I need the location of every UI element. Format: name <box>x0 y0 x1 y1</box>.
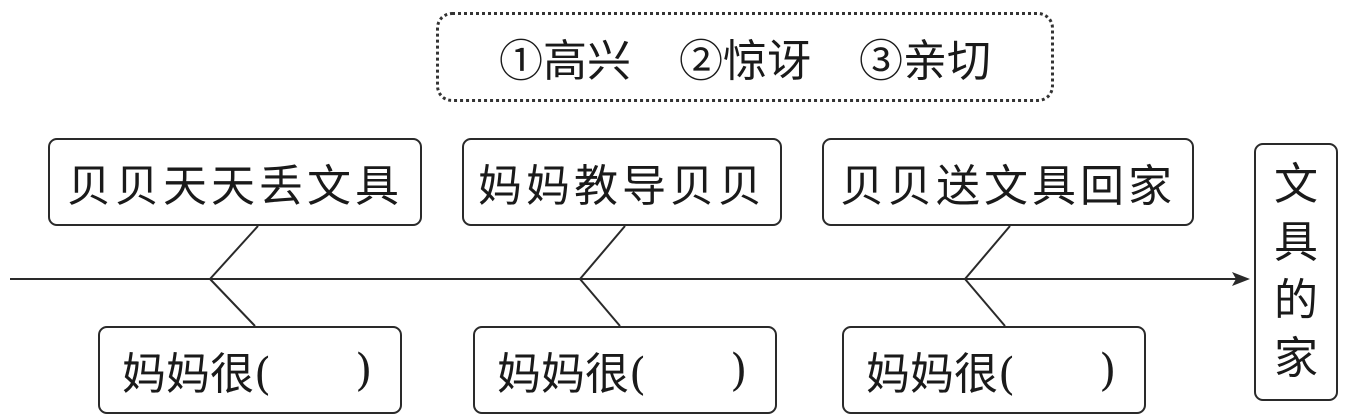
feeling-box-1: 妈妈很( ) <box>98 326 402 414</box>
branch-line-bottom-3 <box>964 278 1006 327</box>
feeling-box-2: 妈妈很( ) <box>473 326 777 414</box>
branch-line-top-2 <box>579 225 626 280</box>
event-box-2: 妈妈教导贝贝 <box>462 138 782 226</box>
option-3: ③亲切 <box>859 36 991 87</box>
feeling-suffix-3: ) <box>1099 344 1117 396</box>
event-box-1: 贝贝天天丢文具 <box>48 138 422 226</box>
branch-line-bottom-1 <box>209 278 256 327</box>
destination-char-2: 具 <box>1274 217 1318 268</box>
option-2: ②惊讶 <box>679 36 811 87</box>
destination-char-4: 家 <box>1274 333 1318 384</box>
event-text-1: 贝贝天天丢文具 <box>67 161 403 212</box>
branch-line-top-3 <box>964 225 1011 280</box>
feeling-box-3: 妈妈很( ) <box>842 326 1146 414</box>
option-1: ①高兴 <box>499 36 631 87</box>
branch-line-top-1 <box>209 225 259 280</box>
destination-char-3: 的 <box>1274 275 1318 326</box>
destination-char-1: 文 <box>1274 159 1318 210</box>
feeling-suffix-2: ) <box>730 344 748 396</box>
feeling-prefix-2: 妈妈很( <box>497 349 647 400</box>
feeling-suffix-1: ) <box>355 344 373 396</box>
arrow-head-icon <box>1232 272 1250 286</box>
options-box: ①高兴 ②惊讶 ③亲切 <box>436 12 1054 102</box>
feeling-prefix-3: 妈妈很( <box>866 349 1016 400</box>
feeling-prefix-1: 妈妈很( <box>122 349 272 400</box>
branch-line-bottom-2 <box>579 278 621 327</box>
event-text-2: 妈妈教导贝贝 <box>478 161 766 212</box>
event-box-3: 贝贝送文具回家 <box>822 138 1194 226</box>
event-text-3: 贝贝送文具回家 <box>840 161 1176 212</box>
destination-box: 文 具 的 家 <box>1254 143 1338 401</box>
